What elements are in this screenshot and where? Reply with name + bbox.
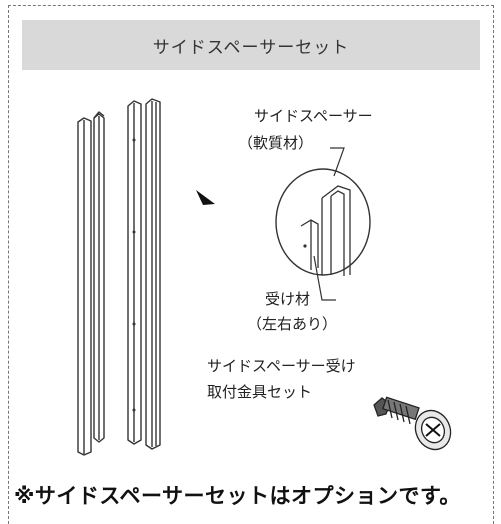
detail-zoom <box>275 168 371 276</box>
spacer-label: サイドスペーサー <box>254 107 373 125</box>
bracket-label-line1: サイドスペーサー受け <box>207 357 356 375</box>
section-header: サイドスペーサーセット <box>22 20 480 70</box>
section-title: サイドスペーサーセット <box>152 37 350 58</box>
receiver-note-label: （左右あり） <box>247 315 338 333</box>
pointer-arrow <box>196 190 215 205</box>
right-spacer-pair <box>127 98 161 450</box>
optional-notice: ※サイドスペーサーセットはオプションです。 <box>14 484 461 508</box>
left-spacer-pair <box>77 111 105 456</box>
dashed-frame <box>8 5 494 524</box>
bracket-bolt-icon <box>373 396 452 451</box>
mounting-holes <box>132 138 136 412</box>
spacer-material-label: （軟質材） <box>238 134 314 152</box>
receiver-label: 受け材 <box>265 290 311 308</box>
bracket-label-line2: 取付金具セット <box>207 383 313 401</box>
receiver-leader-line <box>313 255 336 301</box>
spacer-leader-line <box>330 147 345 177</box>
